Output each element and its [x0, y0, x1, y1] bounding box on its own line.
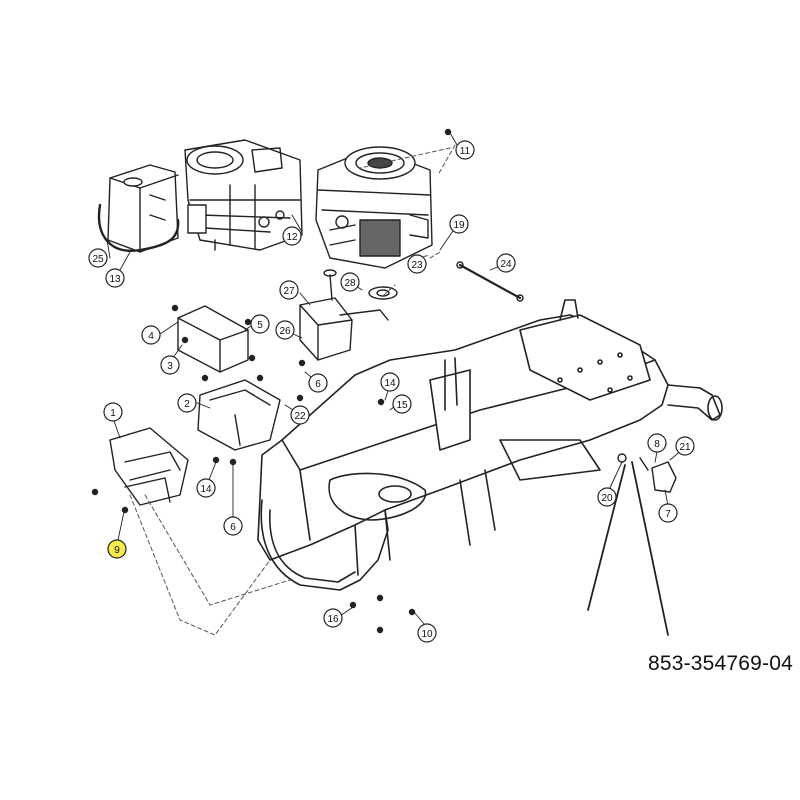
callout-5[interactable]: 5	[250, 314, 270, 334]
engine-left	[184, 139, 303, 251]
svg-text:7: 7	[665, 509, 671, 520]
svg-text:14: 14	[384, 378, 396, 389]
svg-text:5: 5	[257, 320, 263, 331]
svg-text:21: 21	[679, 442, 691, 453]
bumper-plate	[109, 427, 189, 506]
svg-text:22: 22	[294, 411, 306, 422]
callout-2[interactable]: 2	[177, 393, 197, 413]
highlight-circle	[107, 539, 127, 559]
callout-1[interactable]: 1	[103, 402, 123, 422]
drive-rod	[456, 261, 524, 302]
callout-16[interactable]: 16	[323, 608, 343, 628]
svg-text:9: 9	[114, 545, 120, 556]
callout-25[interactable]: 25	[88, 248, 108, 268]
callout-22[interactable]: 22	[290, 405, 310, 425]
engine-right	[315, 146, 433, 269]
svg-text:8: 8	[654, 439, 660, 450]
pulley	[368, 286, 398, 300]
svg-text:28: 28	[344, 278, 356, 289]
svg-text:13: 13	[109, 274, 121, 285]
main-frame	[257, 299, 723, 591]
svg-text:10: 10	[421, 629, 433, 640]
muffler	[299, 269, 389, 361]
fuel-tank	[97, 164, 180, 253]
svg-text:4: 4	[148, 331, 154, 342]
fasteners	[91, 128, 452, 634]
callout-19[interactable]: 19	[449, 214, 469, 234]
callout-4[interactable]: 4	[141, 325, 161, 345]
callout-14[interactable]: 14	[380, 372, 400, 392]
svg-text:12: 12	[286, 232, 298, 243]
svg-text:2: 2	[184, 399, 190, 410]
cables	[587, 461, 669, 636]
callout-14-lower[interactable]: 14	[196, 478, 216, 498]
svg-text:3: 3	[167, 361, 173, 372]
svg-text:1: 1	[110, 408, 116, 419]
right-brackets	[617, 453, 677, 493]
svg-text:23: 23	[411, 260, 423, 271]
svg-text:27: 27	[283, 286, 295, 297]
svg-text:19: 19	[453, 220, 465, 231]
callout-10[interactable]: 10	[417, 623, 437, 643]
svg-text:14: 14	[200, 484, 212, 495]
callout-12[interactable]: 12	[282, 226, 302, 246]
callout-24[interactable]: 24	[496, 253, 516, 273]
callout-9[interactable]: 9	[107, 539, 127, 559]
callouts: 11 12 25 13 19 23 24 27 28 26 4 5 3 6 2 …	[88, 140, 695, 643]
battery-box	[177, 305, 249, 373]
svg-text:15: 15	[396, 400, 408, 411]
part-number: 853-354769-04	[647, 652, 793, 675]
callout-21[interactable]: 21	[675, 436, 695, 456]
callout-7[interactable]: 7	[658, 503, 678, 523]
svg-text:26: 26	[279, 326, 291, 337]
callout-27[interactable]: 27	[279, 280, 299, 300]
callout-11[interactable]: 11	[455, 140, 475, 160]
svg-text:6: 6	[315, 379, 321, 390]
svg-text:25: 25	[92, 254, 104, 265]
callout-15[interactable]: 15	[392, 394, 412, 414]
svg-text:11: 11	[460, 146, 471, 157]
callout-6-lower[interactable]: 6	[223, 516, 243, 536]
callout-3[interactable]: 3	[160, 355, 180, 375]
callout-6-upper[interactable]: 6	[308, 373, 328, 393]
callout-20[interactable]: 20	[597, 487, 617, 507]
svg-text:6: 6	[230, 522, 236, 533]
callout-8[interactable]: 8	[647, 433, 667, 453]
callout-23[interactable]: 23	[407, 254, 427, 274]
leader-lines	[129, 144, 456, 636]
callout-26[interactable]: 26	[275, 320, 295, 340]
callout-28[interactable]: 28	[340, 272, 360, 292]
svg-text:24: 24	[500, 259, 512, 270]
svg-text:20: 20	[601, 493, 613, 504]
callout-13[interactable]: 13	[105, 268, 125, 288]
bracket	[197, 379, 281, 451]
svg-text:16: 16	[327, 614, 339, 625]
